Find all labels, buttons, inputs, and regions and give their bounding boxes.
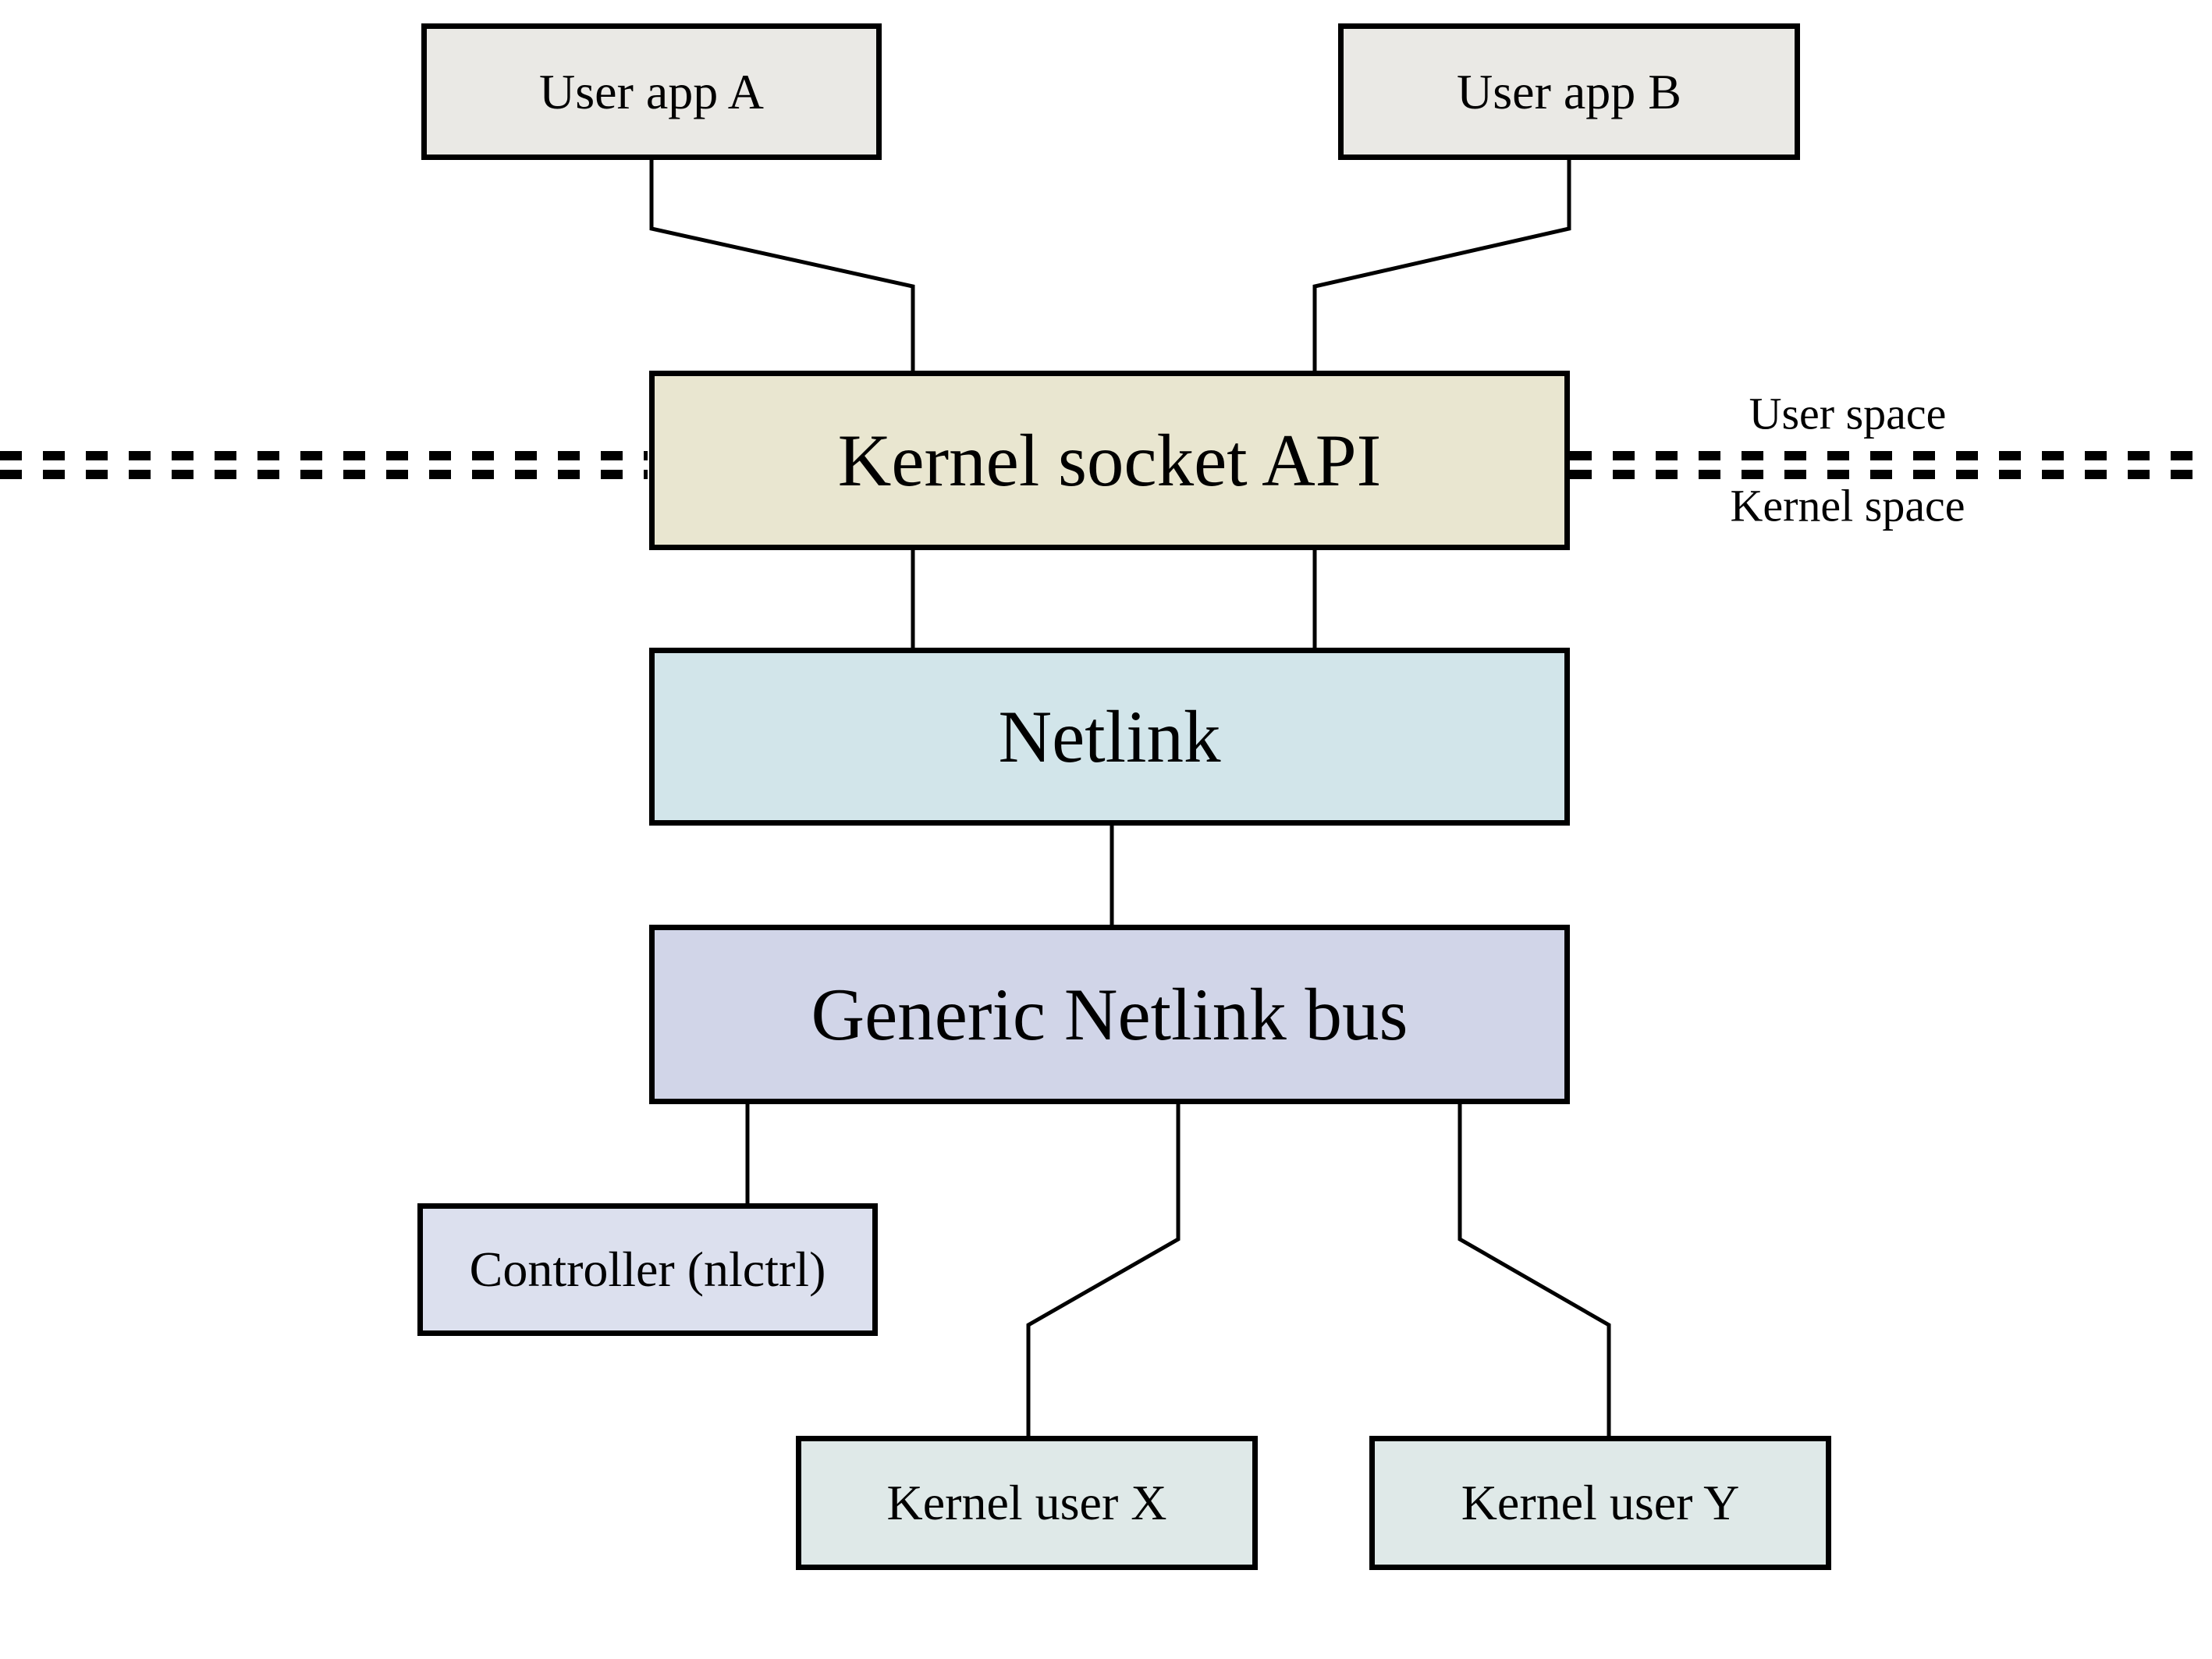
kernel-space-label: Kernel space — [1730, 480, 1965, 531]
edge-bus-to-kernel-user-x — [1026, 1104, 1181, 1436]
edge-bus-to-kernel-user-y — [1458, 1104, 1611, 1436]
user-kernel-boundary — [0, 451, 2212, 479]
user-space-label: User space — [1749, 388, 1947, 439]
node-user-app-b: User app B — [1338, 23, 1800, 160]
edge-user-app-b-to-kernel-socket-api — [1312, 160, 1571, 371]
node-user-app-b-label: User app B — [1457, 63, 1681, 119]
node-kernel-socket-api-label: Kernel socket API — [837, 419, 1382, 502]
node-generic-netlink-bus: Generic Netlink bus — [649, 925, 1570, 1104]
node-kernel-user-y-label: Kernel user Y — [1461, 1475, 1740, 1530]
node-kernel-socket-api: Kernel socket API — [649, 371, 1570, 550]
node-controller: Controller (nlctrl) — [417, 1203, 878, 1336]
node-controller-label: Controller (nlctrl) — [469, 1242, 826, 1297]
connectors — [649, 160, 1611, 1436]
node-kernel-user-x: Kernel user X — [796, 1436, 1258, 1570]
edge-user-app-a-to-kernel-socket-api — [649, 160, 915, 371]
node-netlink-label: Netlink — [998, 695, 1221, 778]
node-user-app-a-label: User app A — [539, 63, 764, 119]
node-generic-netlink-bus-label: Generic Netlink bus — [811, 973, 1408, 1056]
node-kernel-user-x-label: Kernel user X — [886, 1475, 1167, 1530]
node-netlink: Netlink — [649, 648, 1570, 826]
node-user-app-a: User app A — [421, 23, 882, 160]
node-kernel-user-y: Kernel user Y — [1369, 1436, 1831, 1570]
